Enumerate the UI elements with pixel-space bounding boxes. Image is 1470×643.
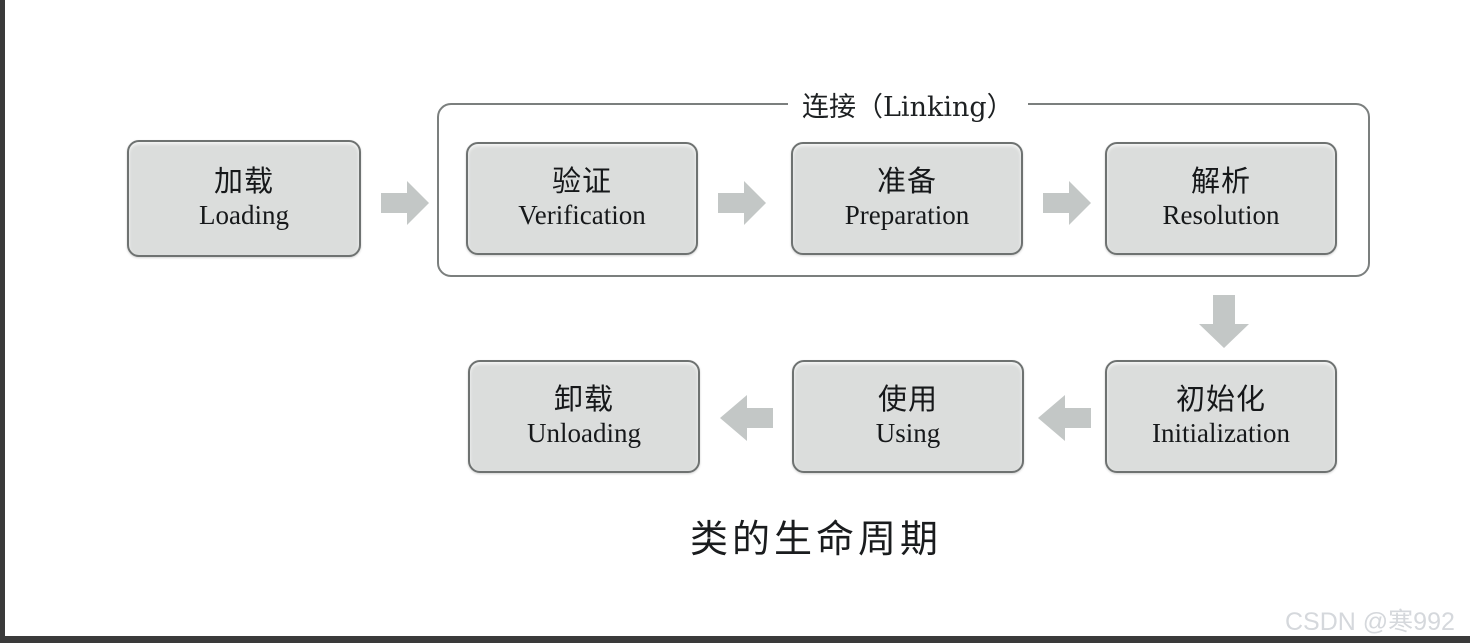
stage-box-loading[interactable]: 加载 Loading: [127, 140, 361, 257]
page-edge-artifact-left: [0, 0, 5, 643]
stage-box-unloading[interactable]: 卸载 Unloading: [468, 360, 700, 473]
stage-box-verification[interactable]: 验证 Verification: [466, 142, 698, 255]
stage-label-cn-verification: 验证: [551, 164, 612, 199]
stage-label-en-using: Using: [875, 417, 941, 448]
stage-box-preparation[interactable]: 准备 Preparation: [791, 142, 1023, 255]
stage-label-en-preparation: Preparation: [844, 199, 970, 230]
arrow-down-resolution-to-initialization: [1199, 295, 1249, 348]
stage-label-cn-resolution: 解析: [1190, 164, 1251, 199]
arrow-left-initialization-to-using: [1038, 395, 1091, 441]
diagram-caption: 类的生命周期: [690, 517, 943, 561]
stage-label-en-initialization: Initialization: [1152, 417, 1290, 448]
arrow-left-using-to-unloading: [720, 395, 773, 441]
stage-box-using[interactable]: 使用 Using: [792, 360, 1024, 473]
stage-label-en-resolution: Resolution: [1162, 199, 1280, 230]
arrow-right-loading-to-verification: [381, 181, 429, 225]
stage-label-cn-initialization: 初始化: [1175, 382, 1266, 417]
stage-label-en-verification: Verification: [518, 199, 646, 230]
stage-label-cn-using: 使用: [877, 382, 938, 417]
stage-box-resolution[interactable]: 解析 Resolution: [1105, 142, 1337, 255]
stage-label-cn-preparation: 准备: [876, 164, 937, 199]
stage-label-cn-unloading: 卸载: [553, 382, 614, 417]
stage-box-initialization[interactable]: 初始化 Initialization: [1105, 360, 1337, 473]
linking-group-label: 连接（Linking）: [788, 85, 1028, 124]
stage-label-en-loading: Loading: [199, 199, 289, 230]
arrow-right-verification-to-preparation: [718, 181, 766, 225]
page-edge-artifact-bottom: [0, 636, 1470, 643]
arrow-right-preparation-to-resolution: [1043, 181, 1091, 225]
csdn-watermark: CSDN @寒992: [1285, 608, 1455, 636]
stage-label-cn-loading: 加载: [213, 164, 274, 199]
stage-label-en-unloading: Unloading: [527, 417, 641, 448]
